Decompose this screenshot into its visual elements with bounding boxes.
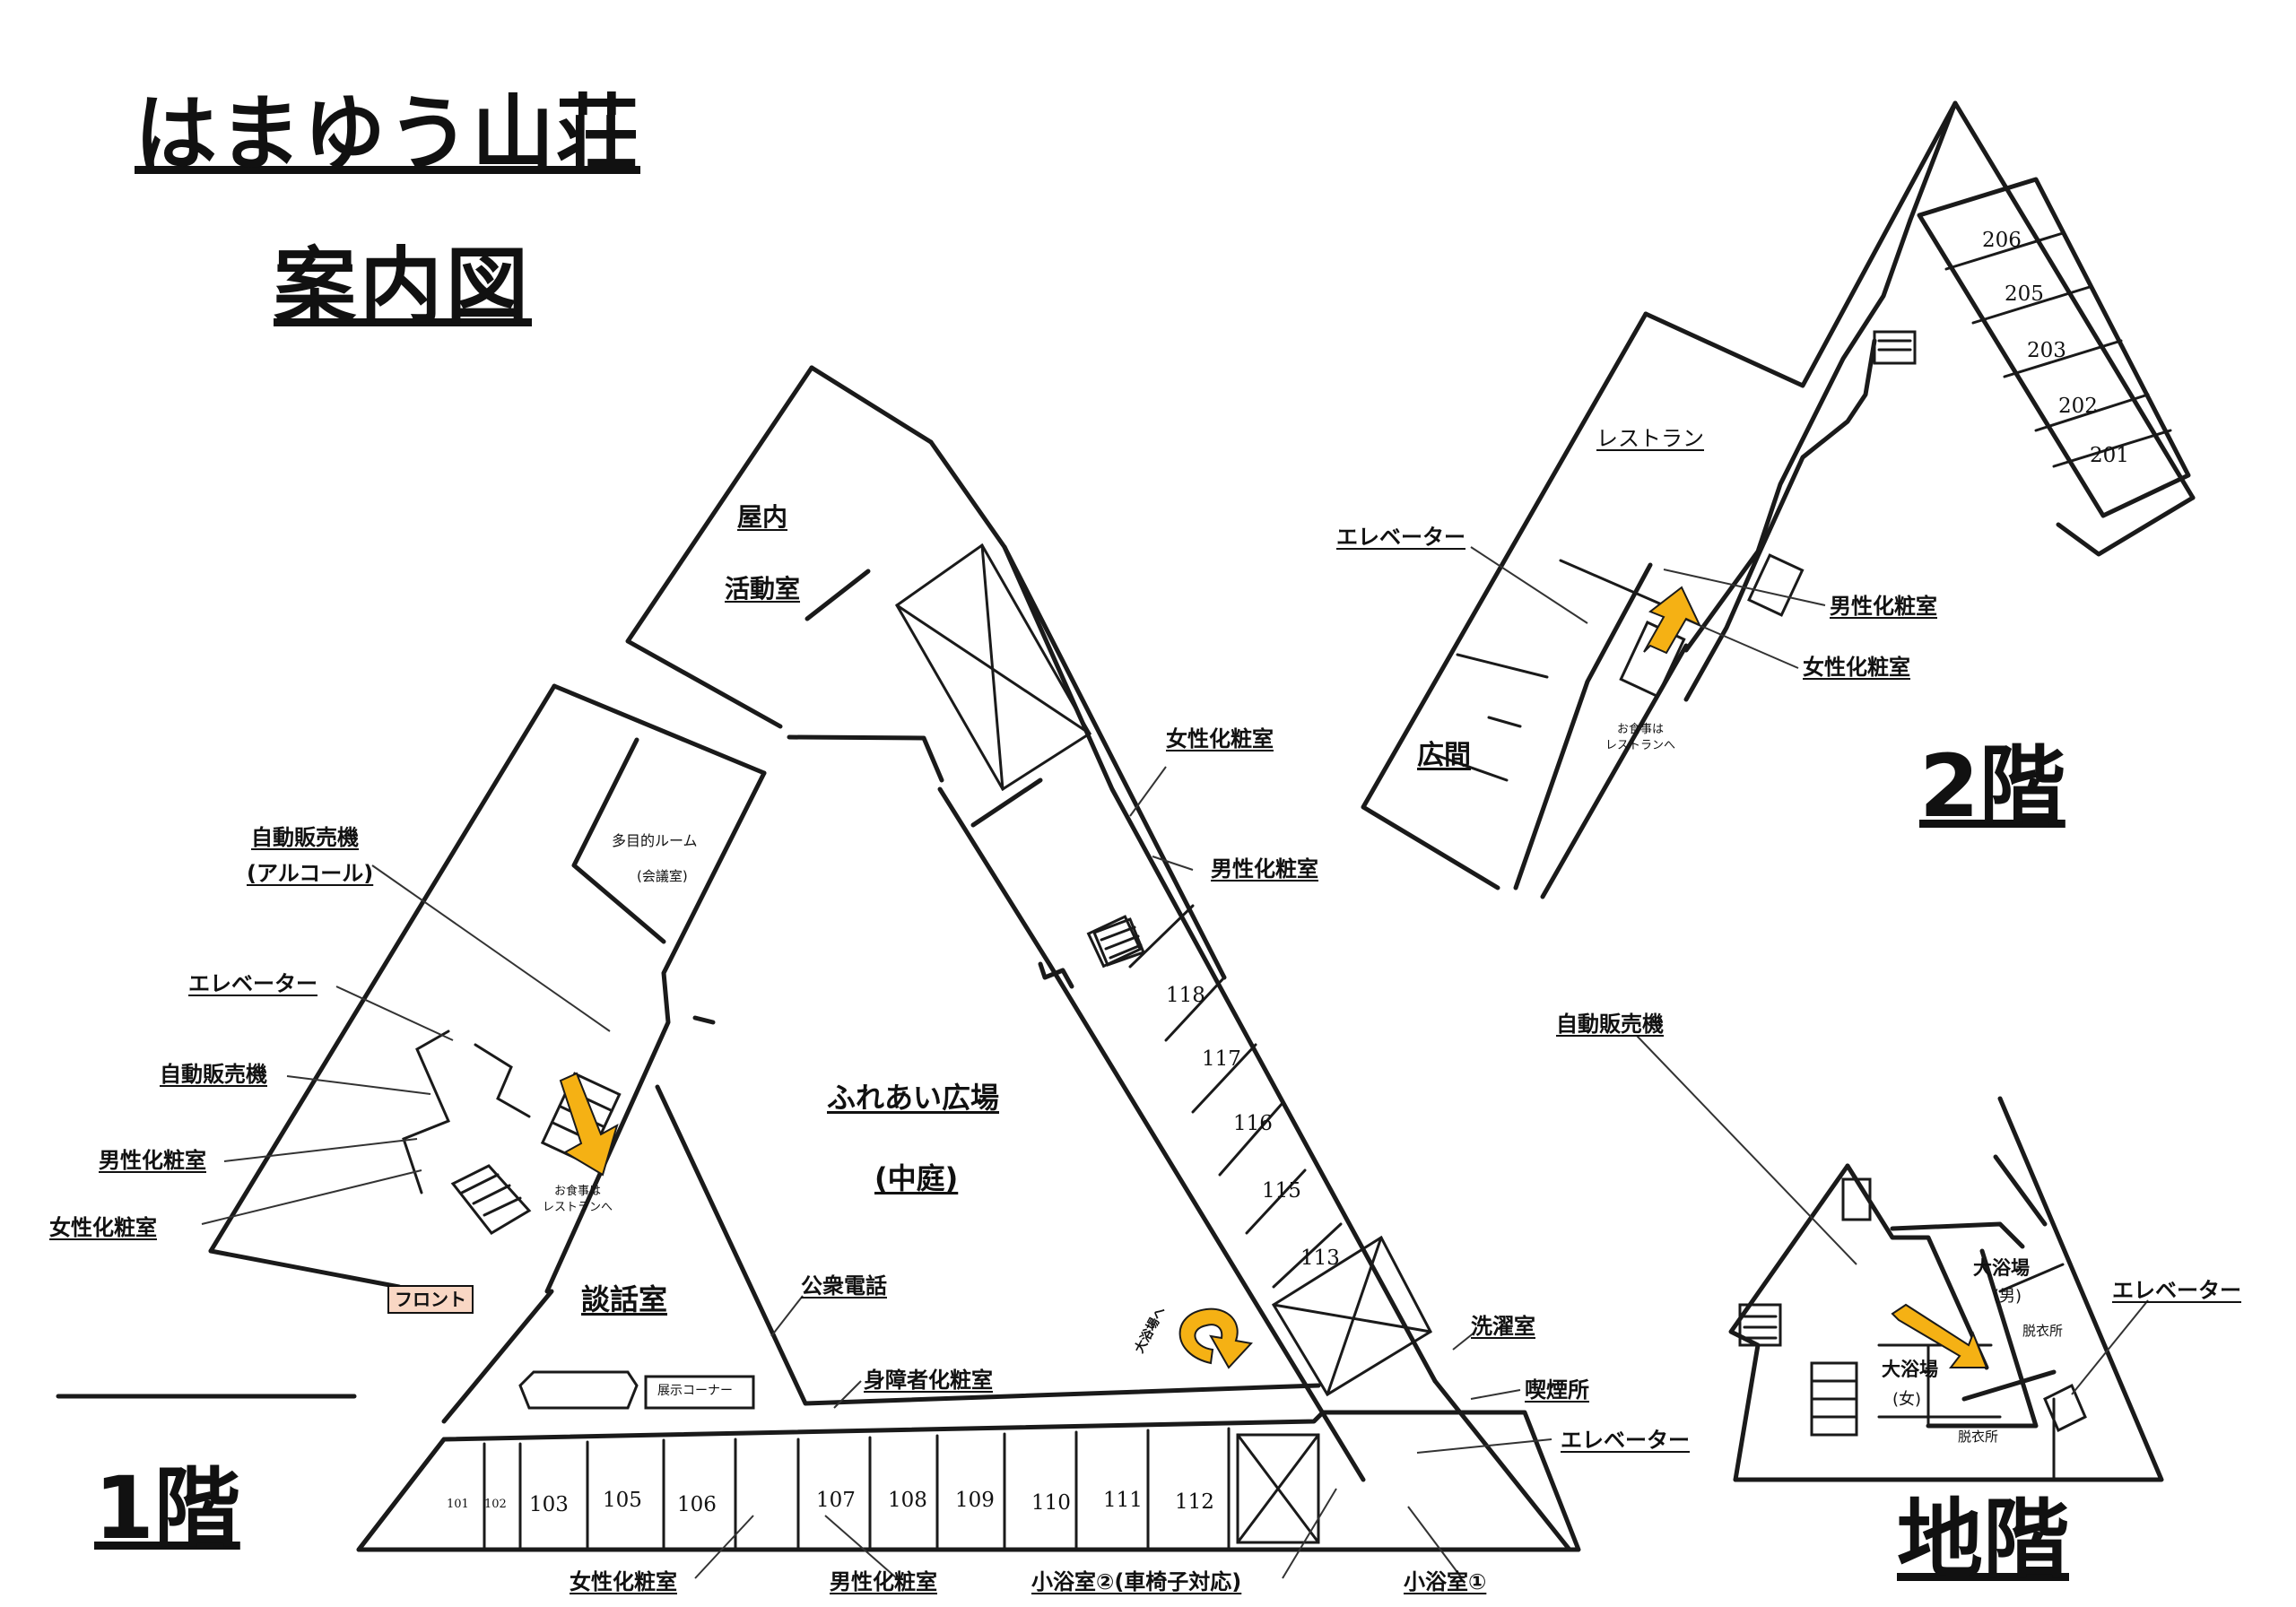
room-116: 116 [1233, 1112, 1273, 1135]
small-bath-1-label: 小浴室① [1404, 1569, 1487, 1594]
small-bath-2-label: 小浴室②(車椅子対応) [1031, 1569, 1242, 1594]
room-117: 117 [1202, 1047, 1241, 1071]
room-103: 103 [529, 1493, 569, 1516]
u-turn-arrow-icon [1178, 1307, 1253, 1369]
meal-note-line2: レストランへ [543, 1200, 613, 1214]
room-111: 111 [1103, 1489, 1143, 1512]
floor1-leaders [201, 766, 1552, 1579]
restaurant-label: レストラン [1596, 426, 1704, 451]
changing-room-women: 脱衣所 [1958, 1429, 1999, 1445]
stairs-icon [1873, 330, 1917, 365]
changing-room-men: 脱衣所 [2022, 1323, 2064, 1339]
womens-restroom-label-west: 女性化粧室 [49, 1215, 157, 1240]
mens-bath-sub: (男) [1993, 1287, 2022, 1306]
vending-label-basement: 自動販売機 [1556, 1012, 1664, 1037]
womens-bath-sub: (女) [1892, 1390, 1922, 1409]
stairs-icon [1747, 553, 1805, 617]
accessible-restroom-label: 身障者化粧室 [864, 1368, 993, 1393]
room-101: 101 [447, 1498, 469, 1511]
courtyard-label: (中庭) [874, 1161, 959, 1195]
room-113: 113 [1300, 1247, 1340, 1270]
floor2-heading: 2階 [1919, 736, 2066, 837]
stairs-icon [450, 1164, 532, 1235]
mens-restroom-label-floor2: 男性化粧室 [1830, 594, 1937, 619]
meal-note-floor1: お食事は レストランへ [543, 1184, 613, 1215]
meeting-room-label: (会議室) [637, 868, 688, 884]
room-206: 206 [1982, 229, 2022, 252]
mens-bath-label: 大浴場 [1973, 1257, 2030, 1279]
up-arrow-icon [559, 1072, 619, 1177]
room-107: 107 [816, 1489, 856, 1512]
stairs-icon [1738, 1303, 1782, 1347]
diagonal-arrow-icon [1891, 1303, 1988, 1368]
room-201: 201 [2090, 444, 2129, 467]
room-203: 203 [2027, 339, 2066, 362]
floor2-walls [1361, 100, 2196, 899]
page-subtitle: 案内図 [274, 239, 533, 334]
room-110: 110 [1031, 1491, 1071, 1515]
hall-label: 広間 [1417, 740, 1471, 771]
womens-restroom-label-floor2: 女性化粧室 [1803, 655, 1910, 680]
meal-note-line1: お食事は [1617, 723, 1665, 736]
public-phone-label: 公衆電話 [801, 1273, 887, 1299]
floor1-heading: 1階 [94, 1458, 240, 1559]
room-105: 105 [603, 1489, 642, 1512]
room-118: 118 [1166, 984, 1205, 1007]
elevator-label-west: エレベーター [188, 971, 317, 996]
lounge-label: 談話室 [581, 1282, 668, 1316]
womens-restroom-label-bottom: 女性化粧室 [570, 1569, 677, 1594]
vending-label-west: 自動販売機 [160, 1062, 267, 1087]
basement-leaders [1636, 1035, 2149, 1395]
front-desk: フロント [387, 1285, 474, 1314]
floor1-walls [56, 365, 1581, 1552]
elevator-label-floor2: エレベーター [1336, 525, 1465, 550]
room-202: 202 [2058, 395, 2098, 418]
up-arrow-icon [1643, 586, 1702, 655]
page-title: はまゆう山荘 [135, 86, 641, 182]
mens-restroom-label-west: 男性化粧室 [99, 1148, 206, 1173]
room-109: 109 [955, 1489, 995, 1512]
elevator-label-basement: エレベーター [2112, 1278, 2241, 1303]
room-102: 102 [484, 1498, 507, 1511]
vending-alcohol-sub: (アルコール) [247, 861, 374, 886]
womens-bath-label: 大浴場 [1882, 1359, 1938, 1380]
womens-restroom-label-north: 女性化粧室 [1166, 726, 1274, 751]
vending-alcohol-label: 自動販売機 [251, 825, 359, 850]
fureai-plaza-label: ふれあい広場 [827, 1081, 1000, 1115]
room-108: 108 [888, 1489, 927, 1512]
stairs-icon [1086, 915, 1143, 969]
multipurpose-room-label: 多目的ルーム [612, 832, 698, 849]
mens-restroom-label-north: 男性化粧室 [1211, 856, 1318, 882]
meal-note-line1: お食事は [554, 1185, 602, 1198]
mens-restroom-label-bottom: 男性化粧室 [830, 1569, 937, 1594]
room-106: 106 [677, 1493, 717, 1516]
basement-heading: 地階 [1897, 1490, 2069, 1590]
indoor-activity-room-line1: 屋内 [737, 502, 788, 532]
elevator-label-east: エレベーター [1561, 1428, 1690, 1453]
stairs-icon [1841, 1177, 1872, 1221]
room-115: 115 [1262, 1179, 1301, 1203]
stairs-icon [1810, 1361, 1858, 1437]
basement-walls [1728, 1096, 2164, 1482]
exhibit-corner-label: 展示コーナー [657, 1384, 733, 1398]
meal-note-line2: レストランへ [1605, 738, 1676, 752]
room-112: 112 [1175, 1490, 1214, 1514]
meal-note-floor2: お食事は レストランへ [1605, 722, 1675, 753]
indoor-activity-room-line2: 活動室 [725, 574, 801, 604]
smoking-area-label: 喫煙所 [1525, 1377, 1589, 1403]
room-205: 205 [2005, 282, 2044, 306]
laundry-label: 洗濯室 [1471, 1314, 1535, 1339]
